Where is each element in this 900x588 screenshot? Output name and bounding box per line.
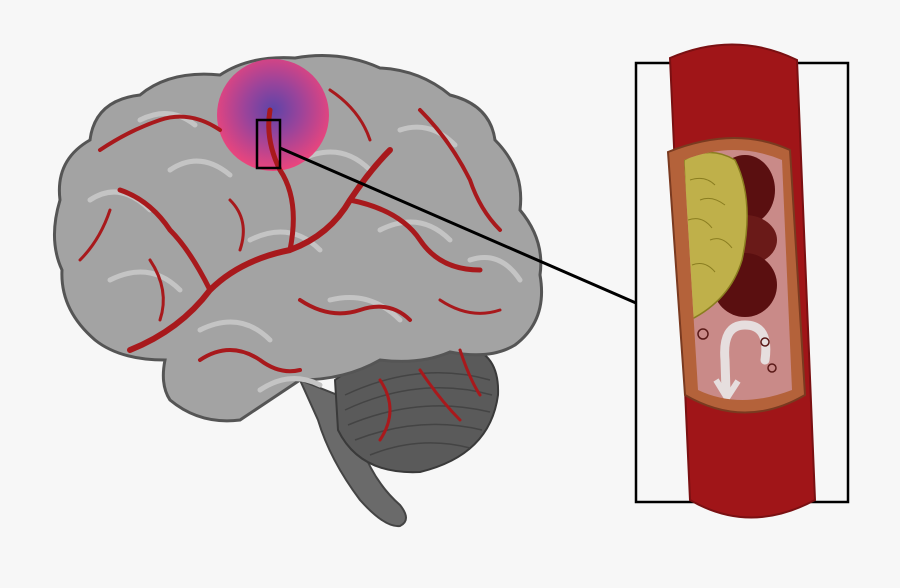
cerebellum-folds [344, 372, 493, 456]
plaque [684, 151, 748, 322]
gyri [87, 111, 523, 393]
stroke-zone [217, 59, 329, 171]
zoom-marker [255, 118, 282, 170]
cerebrum [52, 54, 544, 423]
blood-vessels [78, 88, 502, 442]
curved-arrow-icon [720, 320, 771, 397]
leader-line [279, 146, 637, 305]
